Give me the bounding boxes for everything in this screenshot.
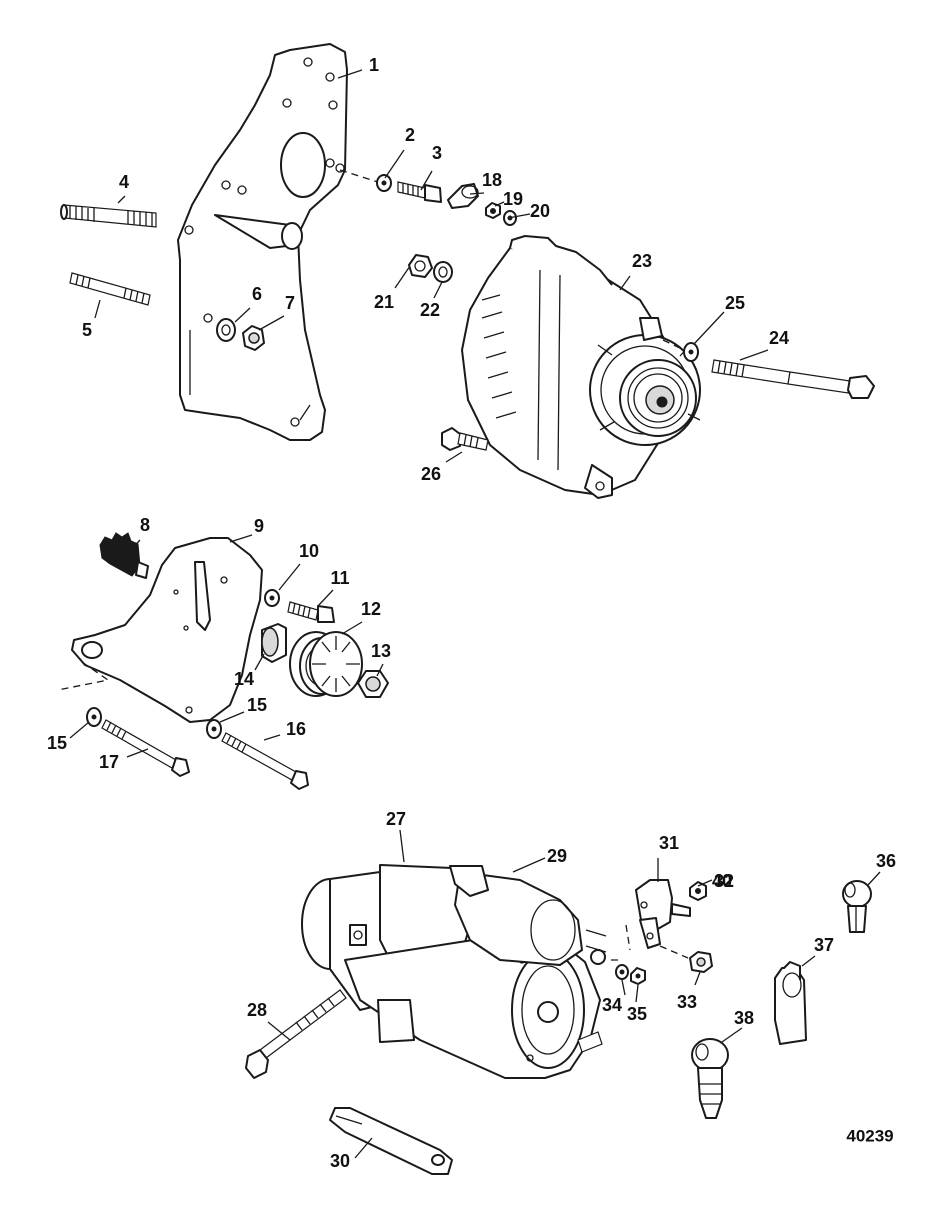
callout-8: 8 (140, 515, 150, 535)
alignment-line (662, 339, 685, 351)
stud-part-4 (60, 204, 157, 228)
callout-38: 38 (734, 1008, 754, 1028)
callout-10: 10 (299, 541, 319, 561)
callout-15-left: 15 (47, 733, 67, 753)
figure-id: 40239 (846, 1126, 893, 1145)
nut-part-13 (357, 670, 389, 698)
connector-part-18 (447, 183, 479, 209)
callout-17: 17 (99, 752, 119, 772)
callout-24: 24 (769, 328, 789, 348)
terminal-boot-part-38 (691, 1038, 729, 1119)
nut-part-32 (689, 881, 707, 901)
callout-labels: 1 2 3 4 5 6 7 8 9 10 11 12 13 14 15 15 1… (47, 55, 896, 1171)
callout-1: 1 (369, 55, 379, 75)
bolt-part-3 (397, 181, 442, 203)
nut-part-35 (630, 967, 646, 985)
callout-23: 23 (632, 251, 652, 271)
washer-part-22 (433, 261, 453, 283)
callout-21: 21 (374, 292, 394, 312)
alignment-line (608, 924, 631, 961)
starter-motor-part-27 (301, 864, 601, 1079)
washer-part-2 (376, 174, 392, 192)
terminal-boot-part-37 (774, 961, 807, 1045)
mounting-bracket-part-1 (177, 43, 348, 441)
washer-part-6 (216, 318, 236, 342)
callout-33: 33 (677, 992, 697, 1012)
bolt-part-28 (245, 989, 347, 1079)
nut-part-33 (689, 951, 713, 973)
callout-27: 27 (386, 809, 406, 829)
callout-12: 12 (361, 599, 381, 619)
callout-15-right: 15 (247, 695, 267, 715)
shim-plate-part-30 (329, 1107, 453, 1175)
callout-3: 3 (432, 143, 442, 163)
bolt-part-26 (441, 427, 489, 451)
callout-36: 36 (876, 851, 896, 871)
solenoid-part-29 (349, 865, 607, 1053)
bolt-part-24 (711, 359, 875, 399)
callout-26: 26 (421, 464, 441, 484)
alignment-line (659, 945, 689, 959)
callout-4: 4 (119, 172, 129, 192)
washer-part-15-right (206, 719, 222, 739)
callout-34: 34 (602, 995, 622, 1015)
callout-2: 2 (405, 125, 415, 145)
callout-29: 29 (547, 846, 567, 866)
callout-40: 40 (712, 871, 732, 891)
alignment-line (57, 661, 110, 691)
callout-37: 37 (814, 935, 834, 955)
callout-18: 18 (482, 170, 502, 190)
callout-30: 30 (330, 1151, 350, 1171)
plate-bracket-part-9 (71, 537, 263, 723)
callout-14: 14 (234, 669, 254, 689)
callout-35: 35 (627, 1004, 647, 1024)
callout-19: 19 (503, 189, 523, 209)
washer-part-25 (683, 342, 699, 362)
callout-6: 6 (252, 284, 262, 304)
callout-leaders (69, 69, 881, 1159)
bushing-part-14 (261, 623, 287, 663)
terminal-boot-part-36 (842, 880, 872, 933)
callout-7: 7 (285, 293, 295, 313)
bolt-part-16 (221, 732, 309, 790)
washer-part-10 (264, 589, 280, 607)
washer-part-15-left (86, 707, 102, 727)
callout-32: 32 (714, 871, 734, 891)
callout-22: 22 (420, 300, 440, 320)
callout-20: 20 (530, 201, 550, 221)
stud-part-5 (69, 272, 151, 306)
pulley-part-12 (289, 631, 363, 697)
washer-part-34 (615, 964, 629, 980)
alignment-line (339, 169, 379, 183)
nut-part-19 (485, 202, 501, 219)
callout-9: 9 (254, 516, 264, 536)
callout-16: 16 (286, 719, 306, 739)
callout-25: 25 (725, 293, 745, 313)
nut-part-21 (408, 254, 433, 278)
callout-31: 31 (659, 833, 679, 853)
callout-13: 13 (371, 641, 391, 661)
spline-shaft-part-8 (99, 532, 149, 579)
bolt-part-11 (287, 601, 335, 623)
callout-11: 11 (330, 568, 349, 588)
alternator-part-23 (461, 235, 701, 499)
nut-part-7 (242, 325, 265, 351)
relay-part-31 (635, 879, 691, 949)
callout-28: 28 (247, 1000, 267, 1020)
callout-5: 5 (82, 320, 92, 340)
bolt-part-17 (101, 719, 190, 777)
